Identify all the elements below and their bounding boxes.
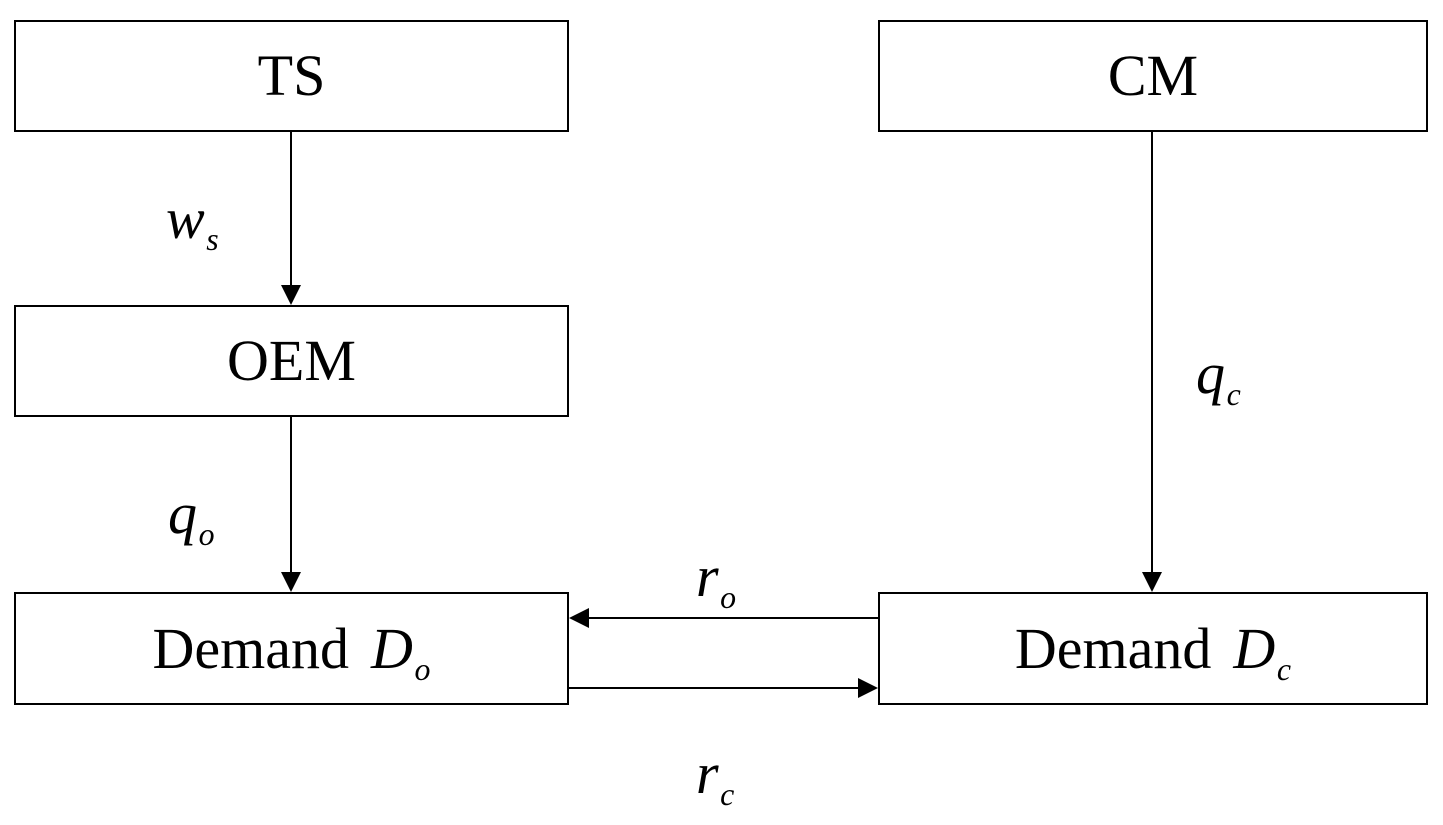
demand-c-word: Demand	[1014, 615, 1212, 681]
qc-letter: q	[1196, 341, 1225, 406]
demand-o-var-subscript: o	[414, 651, 431, 687]
qo-edge-label: qo	[168, 485, 215, 551]
ts-label: TS	[257, 43, 326, 108]
rc-edge-label: rc	[696, 745, 734, 811]
demand-c-node: Demand Dc	[878, 592, 1428, 705]
ts-node: TS	[14, 20, 569, 132]
demand-c-var-letter: D	[1233, 615, 1276, 681]
demand-o-var-letter: D	[371, 615, 413, 681]
qo-letter: q	[168, 481, 197, 546]
ro-subscript: o	[720, 580, 737, 616]
qc-edge-label: qc	[1196, 345, 1241, 411]
ro-letter: r	[696, 544, 719, 609]
qo-subscript: o	[198, 517, 215, 553]
rc-subscript: c	[720, 777, 735, 813]
demand-o-node: Demand Do	[14, 592, 569, 705]
ws-subscript: s	[206, 222, 219, 258]
demand-o-word: Demand	[152, 615, 350, 681]
qc-subscript: c	[1226, 377, 1241, 413]
demand-c-variable: Dc	[1233, 619, 1291, 685]
cm-label: CM	[1107, 43, 1199, 108]
ro-edge-label: ro	[696, 548, 736, 614]
demand-o-variable: Do	[371, 619, 430, 685]
ws-letter: w	[166, 186, 205, 251]
rc-letter: r	[696, 741, 719, 806]
oem-node: OEM	[14, 305, 569, 417]
ws-edge-label: ws	[166, 190, 219, 256]
demand-c-var-subscript: c	[1276, 651, 1292, 687]
oem-label: OEM	[227, 328, 356, 393]
cm-node: CM	[878, 20, 1428, 132]
